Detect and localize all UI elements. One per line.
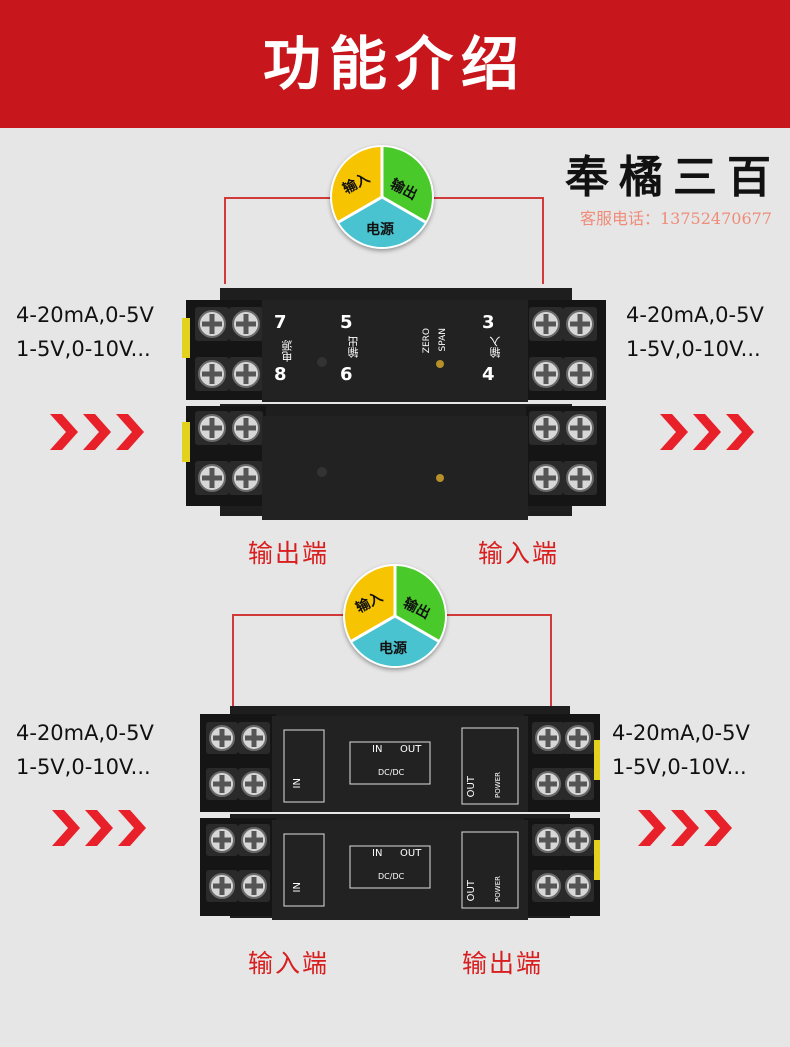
function-wheel-2: 输入 输出 电源 (343, 564, 447, 668)
terminal-number-4: 4 (482, 364, 495, 385)
terminal-number-6: 6 (340, 364, 353, 385)
direction-arrows-right-1 (660, 414, 754, 450)
input-text: 输入 (489, 336, 502, 358)
panel-2-bottom: IN IN OUT DC/DC OUT POWER (272, 820, 528, 920)
connector-line-right-2 (444, 614, 552, 706)
panel-power-label: POWER (494, 772, 502, 798)
spec-line: 4-20mA,0-5V (16, 303, 154, 327)
direction-arrows-right-2 (638, 810, 732, 846)
spec-line: 1-5V,0-10V... (626, 337, 761, 361)
panel-in-label-center: IN (372, 848, 383, 859)
panel-out-label: OUT (466, 880, 477, 902)
panel-out-label: OUT (466, 776, 477, 798)
panel-power-label: POWER (494, 876, 502, 902)
left-spec-1: 4-20mA,0-5V 1-5V,0-10V... (16, 298, 154, 366)
panel-1-top: 7 8 电源 5 6 输出 ZERO SPAN 3 4 输入 (262, 300, 528, 402)
connector-line-right (432, 197, 544, 284)
left-spec-2: 4-20mA,0-5V 1-5V,0-10V... (16, 716, 154, 784)
wheel-power-label: 电源 (379, 641, 407, 657)
panel-2-top: IN IN OUT DC/DC OUT POWER (272, 716, 528, 812)
terminal-number-5: 5 (340, 312, 353, 333)
panel-dcdc-label: DC/DC (378, 872, 405, 881)
panel-in-label: IN (292, 882, 303, 893)
direction-arrows-left-2 (52, 810, 146, 846)
section2-left-terminal-label: 输入端 (248, 949, 330, 978)
right-spec-2: 4-20mA,0-5V 1-5V,0-10V... (612, 716, 750, 784)
right-spec-1: 4-20mA,0-5V 1-5V,0-10V... (626, 298, 764, 366)
connector-line-left (224, 197, 336, 284)
wheel-power-segment (351, 616, 439, 666)
wheel-power-label: 电源 (366, 222, 394, 238)
signal-isolator-module-1 (182, 288, 606, 520)
title-banner: 功能介绍 (0, 0, 790, 128)
output-text: 输出 (347, 336, 360, 358)
panel-out-label-center: OUT (400, 744, 422, 755)
spec-line: 1-5V,0-10V... (16, 337, 151, 361)
wheel-graphic (345, 566, 445, 666)
wheel-graphic (332, 147, 432, 247)
section1-left-terminal-label: 输出端 (248, 539, 330, 568)
panel-in-label: IN (292, 778, 303, 789)
spec-line: 4-20mA,0-5V (612, 721, 750, 745)
spec-line: 1-5V,0-10V... (16, 755, 151, 779)
terminal-number-7: 7 (274, 312, 287, 333)
direction-arrows-left-1 (50, 414, 144, 450)
power-text: 电源 (281, 340, 294, 362)
brand-name: 奉橘三百 (565, 152, 781, 203)
wheel-power-segment (338, 197, 426, 247)
signal-isolator-module-2 (200, 706, 600, 920)
spec-line: 4-20mA,0-5V (626, 303, 764, 327)
terminal-number-3: 3 (482, 312, 495, 333)
section1-right-terminal-label: 输入端 (478, 539, 560, 568)
spec-line: 4-20mA,0-5V (16, 721, 154, 745)
connector-line-left-2 (232, 614, 344, 706)
function-wheel: 输入 输出 电源 (330, 145, 434, 249)
spec-line: 1-5V,0-10V... (612, 755, 747, 779)
panel-out-label-center: OUT (400, 848, 422, 859)
panel-in-label-center: IN (372, 744, 383, 755)
terminal-number-8: 8 (274, 364, 287, 385)
page-title: 功能介绍 (262, 30, 527, 98)
section2-right-terminal-label: 输出端 (462, 949, 544, 978)
zero-label: ZERO (422, 328, 432, 354)
brand-phone: 客服电话：13752470677 (580, 209, 772, 228)
span-label: SPAN (438, 328, 448, 352)
panel-dcdc-label: DC/DC (378, 768, 405, 777)
